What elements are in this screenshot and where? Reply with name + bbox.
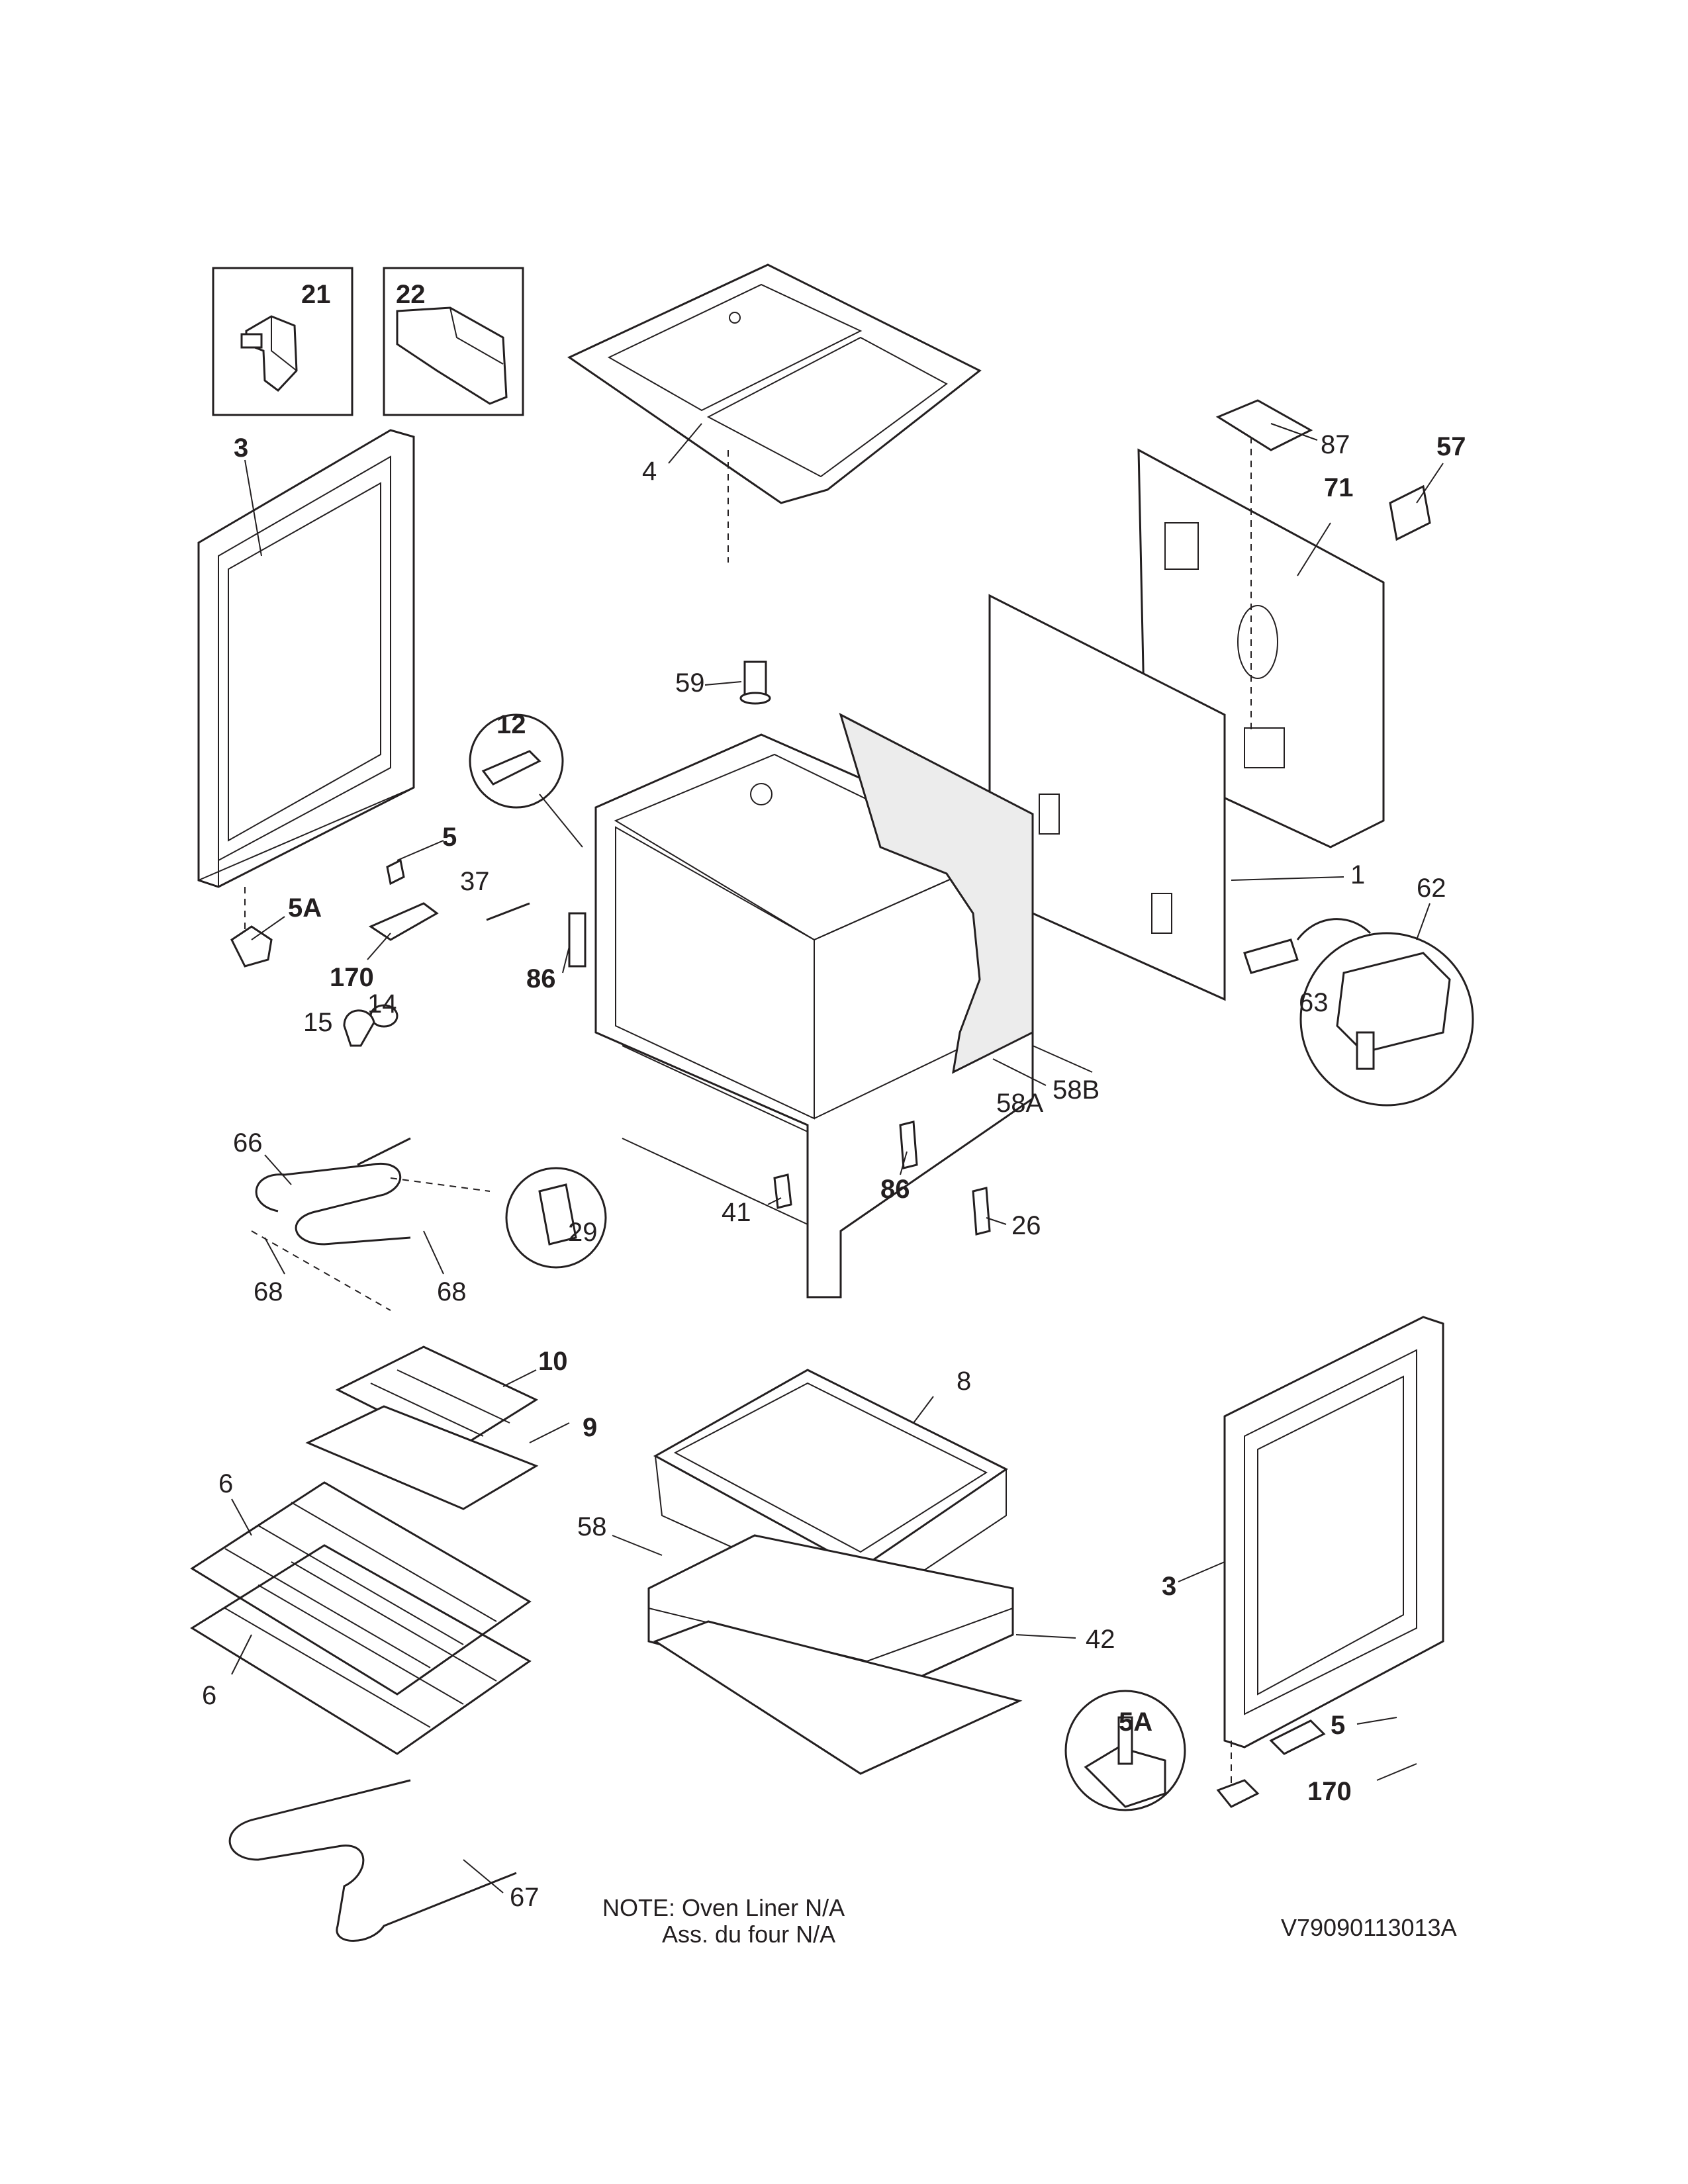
callout-8: 8 (957, 1367, 971, 1396)
callout-68-left: 68 (254, 1277, 283, 1306)
note-line-2: Ass. du four N/A (662, 1921, 835, 1948)
part-62-detail (1243, 918, 1474, 1107)
callout-5-left: 5 (442, 823, 457, 852)
part-57 (1389, 484, 1431, 541)
part-29-detail (505, 1167, 607, 1269)
part-12-detail (469, 713, 583, 848)
callout-4: 4 (642, 457, 657, 486)
callout-5-right: 5 (1331, 1711, 1345, 1740)
bake-element (228, 1779, 517, 1942)
callout-10: 10 (538, 1347, 568, 1376)
callout-62: 62 (1417, 874, 1446, 903)
part-86-lower (899, 1120, 918, 1169)
broil-element (251, 1137, 491, 1311)
callout-14: 14 (367, 989, 397, 1019)
callout-87: 87 (1321, 430, 1350, 459)
callout-37: 37 (460, 867, 490, 896)
callout-57: 57 (1436, 432, 1466, 461)
broil-pan (305, 1345, 539, 1510)
part-21-inset (212, 267, 353, 416)
callout-42: 42 (1086, 1625, 1115, 1654)
callout-5A-right: 5A (1119, 1707, 1152, 1737)
callout-22: 22 (396, 280, 426, 309)
part-59 (739, 660, 771, 705)
callout-86-upper: 86 (526, 964, 556, 993)
callout-86-lower: 86 (880, 1175, 910, 1204)
callout-5A-left: 5A (288, 893, 322, 923)
drawing-id: V79090113013A (1281, 1914, 1457, 1941)
leader-lines (231, 423, 1444, 1893)
callout-68-right: 68 (437, 1277, 467, 1306)
insulation-58B (839, 713, 1034, 1074)
callout-58: 58 (577, 1512, 607, 1541)
callout-1: 1 (1350, 860, 1365, 889)
callout-3-right: 3 (1162, 1572, 1176, 1601)
callout-63: 63 (1299, 988, 1329, 1017)
callout-29: 29 (568, 1218, 598, 1247)
callout-6-upper: 6 (218, 1469, 233, 1498)
right-side-panel (1223, 1316, 1444, 1800)
callout-67: 67 (510, 1883, 539, 1912)
small-parts-left (230, 858, 586, 1047)
note-line-1: NOTE: Oven Liner N/A (602, 1894, 845, 1921)
callout-6-lower: 6 (202, 1681, 216, 1710)
part-41 (773, 1173, 792, 1209)
callout-66: 66 (233, 1128, 263, 1158)
part-22-inset (383, 267, 524, 416)
callout-15: 15 (303, 1008, 333, 1037)
part-5A-right-detail (1064, 1690, 1326, 1811)
drawer-assembly (647, 1369, 1023, 1775)
part-26 (972, 1187, 991, 1236)
callout-71: 71 (1324, 473, 1354, 502)
callout-41: 41 (722, 1198, 751, 1227)
oven-racks (190, 1481, 532, 1755)
left-side-panel (197, 429, 415, 933)
callout-59: 59 (675, 668, 705, 698)
callout-21: 21 (301, 280, 331, 309)
top-panel (567, 263, 982, 563)
callout-58B: 58B (1053, 1075, 1100, 1105)
callout-3-left: 3 (234, 433, 248, 463)
callout-170-right: 170 (1307, 1777, 1352, 1806)
callout-58A: 58A (996, 1089, 1043, 1118)
callout-12: 12 (496, 710, 526, 739)
callout-170-left: 170 (330, 963, 374, 992)
callout-9: 9 (583, 1413, 597, 1442)
part-87 (1215, 399, 1313, 451)
callout-26: 26 (1011, 1211, 1041, 1240)
